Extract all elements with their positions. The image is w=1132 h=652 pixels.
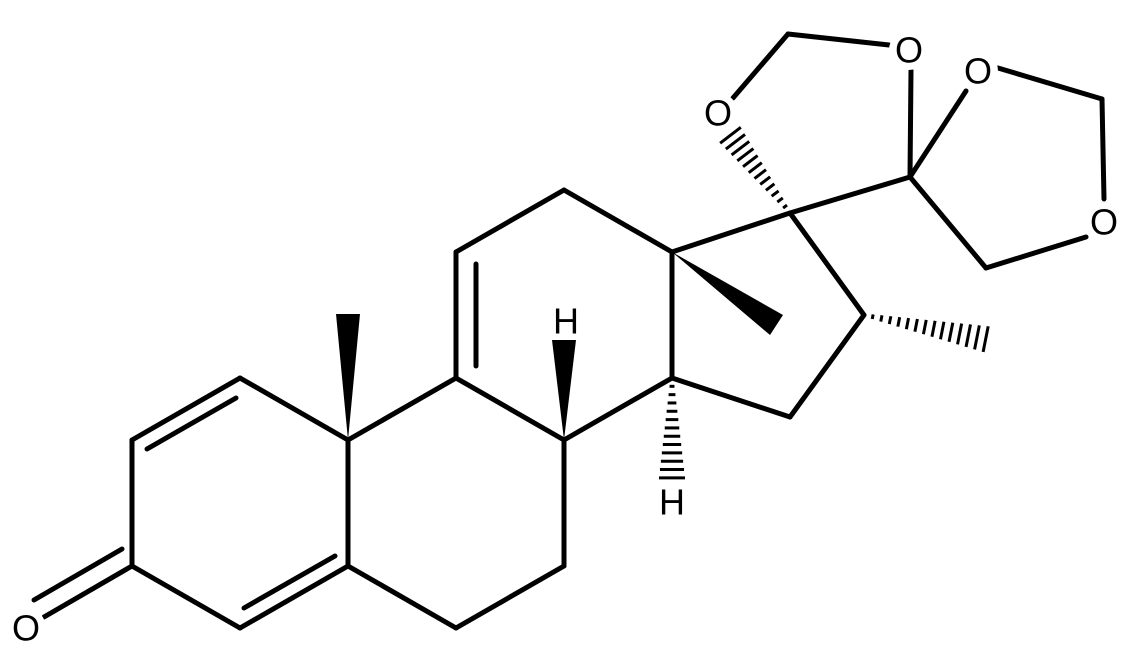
bond-ch2-oa2: [785, 31, 892, 48]
atom-dioxolane-a-oxygen-2: O: [889, 30, 929, 71]
bond-c9-c10: [345, 375, 459, 443]
atom-dioxolane-b-oxygen-2: O: [1084, 202, 1124, 243]
bond-c16-c15: [787, 312, 867, 420]
hash-c16-me-stroke: [956, 323, 964, 345]
wedge-c13-methyl: [672, 252, 783, 335]
hash-c17-o-stroke: [770, 189, 780, 198]
hash-c16-me-stroke: [947, 322, 955, 343]
hash-c16-me-stroke: [981, 326, 990, 353]
atom-dioxolane-a-oxygen-1: O: [698, 93, 738, 134]
bond-oa1-ch2: [730, 31, 791, 101]
bond-c6-c7: [453, 563, 567, 631]
bond-c11-c12: [453, 187, 567, 255]
bond-c4-c5-double: [241, 553, 338, 611]
hash-c17-o-stroke: [759, 175, 772, 186]
bond-ob2-ch2: [983, 234, 1089, 271]
bond-ob1-ch2: [995, 65, 1105, 102]
hash-c16-methyl: [870, 314, 990, 353]
bond-ch2-ob2: [1099, 96, 1107, 202]
wedge-c8-h: [552, 340, 576, 440]
bond-c5-c6: [345, 563, 459, 631]
atom-ketone-oxygen: O: [6, 608, 46, 649]
hash-c16-me-stroke: [964, 324, 972, 348]
bond-oa2-c20: [907, 67, 914, 180]
svg-text:H: H: [659, 482, 685, 523]
hash-c16-me-stroke: [973, 325, 981, 350]
hash-c17-o-stroke: [719, 126, 742, 145]
bond-c3-o: [41, 563, 135, 620]
svg-text:H: H: [553, 301, 579, 342]
bond-c20-ob1: [907, 88, 969, 180]
bond-c8-c9: [453, 375, 567, 443]
atom-dioxolane-b-oxygen-1: O: [958, 51, 998, 92]
svg-text:O: O: [704, 93, 732, 134]
bond-c14-c8: [561, 375, 675, 443]
atom-hydrogen-c14: H: [659, 482, 685, 523]
atom-hydrogen-c8: H: [553, 301, 579, 342]
hash-c17-o: [719, 126, 788, 210]
bond-c12-c13: [561, 187, 675, 255]
hash-c17-o-stroke: [753, 168, 767, 180]
bond-c17-c16: [787, 210, 867, 318]
wedge-c10-methyl: [336, 314, 360, 440]
hash-c17-o-stroke: [724, 133, 746, 151]
bond-c1-c2-double: [144, 395, 239, 452]
hash-c17-o-stroke: [747, 161, 763, 174]
hash-c16-me-stroke: [896, 316, 902, 327]
svg-text:O: O: [964, 51, 992, 92]
svg-text:O: O: [895, 30, 923, 71]
svg-text:O: O: [1090, 202, 1118, 243]
hash-c17-o-stroke: [776, 196, 784, 204]
bond-c3-c4: [129, 563, 243, 631]
hash-c17-o-stroke: [765, 182, 776, 192]
hash-c17-o-stroke: [782, 203, 788, 210]
bond-c10-c1: [237, 375, 351, 443]
hash-c16-me-stroke: [870, 314, 875, 320]
hash-c16-me-stroke: [913, 318, 919, 332]
hash-c17-o-stroke: [742, 154, 759, 168]
hash-c17-o-stroke: [736, 147, 755, 163]
bond-c15-c14: [669, 375, 793, 420]
hash-c14-h: [658, 384, 686, 480]
bond-c3-o-double: [31, 546, 125, 603]
bond-ch2-c20: [907, 174, 989, 271]
hash-c16-me-stroke: [879, 315, 884, 322]
bond-c4-c5: [237, 563, 351, 631]
bond-c17-c20: [787, 174, 913, 216]
hash-c16-me-stroke: [921, 319, 928, 335]
bond-c13-c17: [669, 210, 793, 255]
hash-c16-me-stroke: [938, 321, 946, 340]
hash-c16-me-stroke: [887, 315, 893, 325]
hash-c16-me-stroke: [904, 317, 911, 330]
hash-c16-me-stroke: [930, 320, 937, 338]
bond-c1-c2: [129, 375, 243, 443]
hash-c17-o-stroke: [730, 140, 751, 157]
svg-text:O: O: [12, 608, 40, 649]
